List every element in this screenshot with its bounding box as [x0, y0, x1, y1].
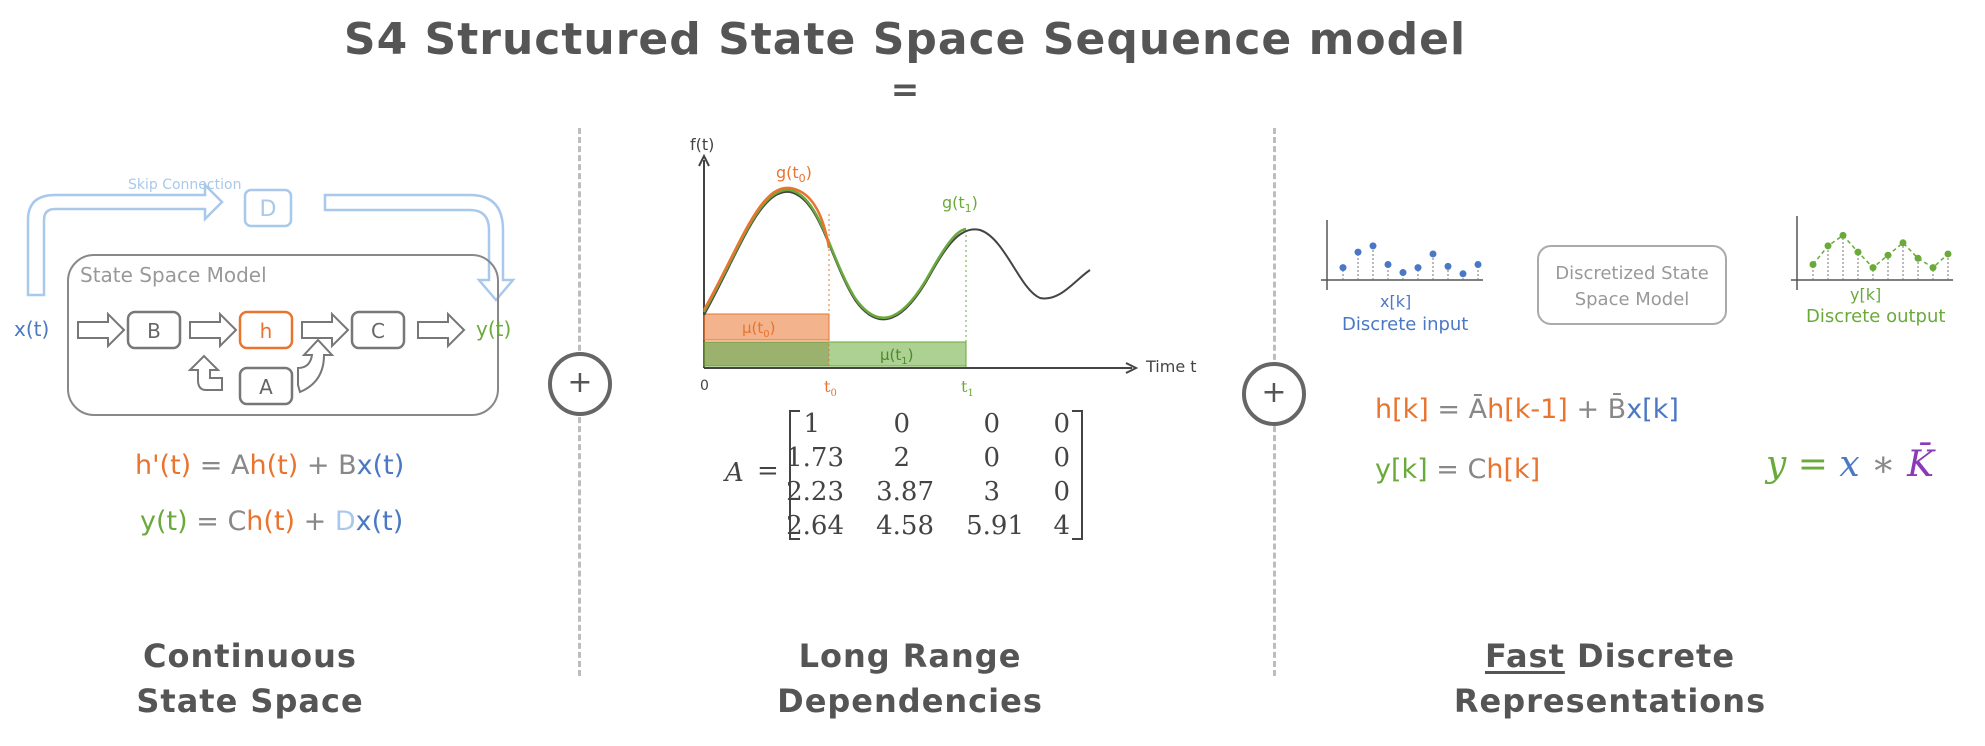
- t1-tick-label: t1: [961, 377, 974, 399]
- d-block: [243, 188, 293, 228]
- equals-sign: =: [890, 70, 920, 110]
- h-block: [238, 310, 294, 350]
- matrix-a: 1 0 0 0 1.73 2 0 0 2.23 3.87 3 0 2.64 4.…: [786, 408, 1080, 542]
- matrix-equals: =: [757, 456, 779, 486]
- matrix-cell: 4.58: [876, 511, 934, 541]
- h-block-label: h: [260, 319, 273, 343]
- sample-point: [1429, 250, 1437, 258]
- d-block-label: D: [260, 197, 277, 222]
- matrix-cell: 2.64: [786, 511, 844, 541]
- sample-point: [1944, 250, 1952, 258]
- matrix-cell: 3.87: [876, 477, 934, 507]
- sample-point: [1884, 251, 1892, 259]
- g-t1-curve: [702, 188, 967, 319]
- sample-point: [1339, 264, 1347, 272]
- origin-label: 0: [700, 378, 709, 394]
- mu-t0-bar: [703, 313, 830, 341]
- g-t0-label: g(t0): [776, 163, 812, 185]
- sample-point: [1914, 254, 1922, 262]
- matrix-cell: 4: [1053, 511, 1070, 541]
- y-axis-label: f(t): [690, 135, 714, 154]
- matrix-brackets: [789, 410, 1083, 540]
- matrix-cell: 3: [983, 477, 1000, 507]
- g-t1-label: g(t1): [942, 193, 978, 215]
- c-block: [350, 310, 406, 350]
- signal-curve: [703, 190, 1091, 321]
- discrete-output-label: y[k]: [1850, 285, 1882, 304]
- skip-connection-arrow: [26, 181, 516, 302]
- state-space-model-box: [67, 254, 499, 416]
- sample-point: [1399, 269, 1407, 277]
- sample-point: [1354, 248, 1362, 256]
- page-title: S4 Structured State Space Sequence model: [343, 14, 1467, 65]
- sample-point: [1929, 264, 1937, 272]
- mu-t1-label: μ(t1): [880, 346, 914, 367]
- matrix-cell: 0: [1053, 477, 1070, 507]
- output-trend-line: [1812, 234, 1949, 269]
- mu-overlap: [704, 342, 829, 366]
- matrix-cell: 1.73: [786, 443, 844, 473]
- skip-connection-label: Skip Connection: [128, 177, 241, 193]
- sample-point: [1414, 264, 1422, 272]
- matrix-cell: 2: [893, 443, 910, 473]
- matrix-cell: 0: [1053, 443, 1070, 473]
- matrix-cell: 0: [893, 409, 910, 439]
- plus-icon-left: +: [548, 352, 612, 416]
- mu-t0-label: μ(t0): [742, 319, 776, 340]
- discrete-output-caption: Discrete output: [1806, 306, 1946, 327]
- discrete-input-plot: [1321, 220, 1483, 290]
- sample-point: [1899, 239, 1907, 247]
- matrix-cell: 2.23: [786, 477, 844, 507]
- sample-point: [1444, 262, 1452, 270]
- continuous-eq-state: h'(t) = Ah(t) + Bx(t): [135, 450, 405, 481]
- sample-point: [1824, 242, 1832, 250]
- convolution-eq: y = x ∗ K̄: [1766, 444, 1934, 485]
- sample-point: [1474, 261, 1482, 268]
- mu-t1-bar: [703, 341, 967, 367]
- ssm-block-diagram: Skip Connection D State Space Model x(t)…: [14, 177, 516, 416]
- matrix-cell: 0: [983, 443, 1000, 473]
- a-block-label: A: [259, 375, 273, 399]
- matrix-name: A: [725, 458, 744, 488]
- sample-point: [1369, 242, 1377, 250]
- matrix-cell: 0: [1053, 409, 1070, 439]
- flow-arrows: [77, 311, 466, 394]
- t0-tick-label: t0: [824, 377, 837, 399]
- sample-point: [1869, 264, 1877, 272]
- output-y-label: y(t): [476, 317, 511, 341]
- matrix-cell: 0: [983, 409, 1000, 439]
- discrete-input-caption: Discrete input: [1342, 314, 1469, 335]
- sample-point: [1854, 248, 1862, 256]
- c-block-label: C: [371, 319, 385, 343]
- input-x-label: x(t): [14, 317, 49, 341]
- state-space-model-label: State Space Model: [80, 263, 267, 287]
- sample-point: [1459, 270, 1467, 278]
- sample-point: [1839, 231, 1847, 239]
- a-block: [238, 366, 294, 406]
- b-block-label: B: [147, 319, 161, 343]
- long-range-plot: f(t) Time t 0 g(t0) g(t1) μ(t0) μ(t1) t0…: [690, 135, 1197, 399]
- continuous-eq-output: y(t) = Ch(t) + Dx(t): [140, 506, 404, 537]
- g-t0-curve: [702, 186, 831, 311]
- sample-point: [1809, 261, 1817, 268]
- discrete-eq-state: h[k] = Āh[k-1] + B̄x[k]: [1375, 394, 1679, 425]
- sample-point: [1384, 261, 1392, 268]
- b-block: [126, 310, 182, 350]
- discrete-output-plot: [1791, 216, 1953, 290]
- discrete-input-label: x[k]: [1380, 292, 1412, 311]
- plus-icon-right: +: [1242, 362, 1306, 426]
- x-axis-label: Time t: [1145, 357, 1197, 376]
- matrix-cell: 1: [803, 409, 820, 439]
- matrix-cell: 5.91: [966, 511, 1024, 541]
- discrete-eq-output: y[k] = Ch[k]: [1375, 454, 1541, 485]
